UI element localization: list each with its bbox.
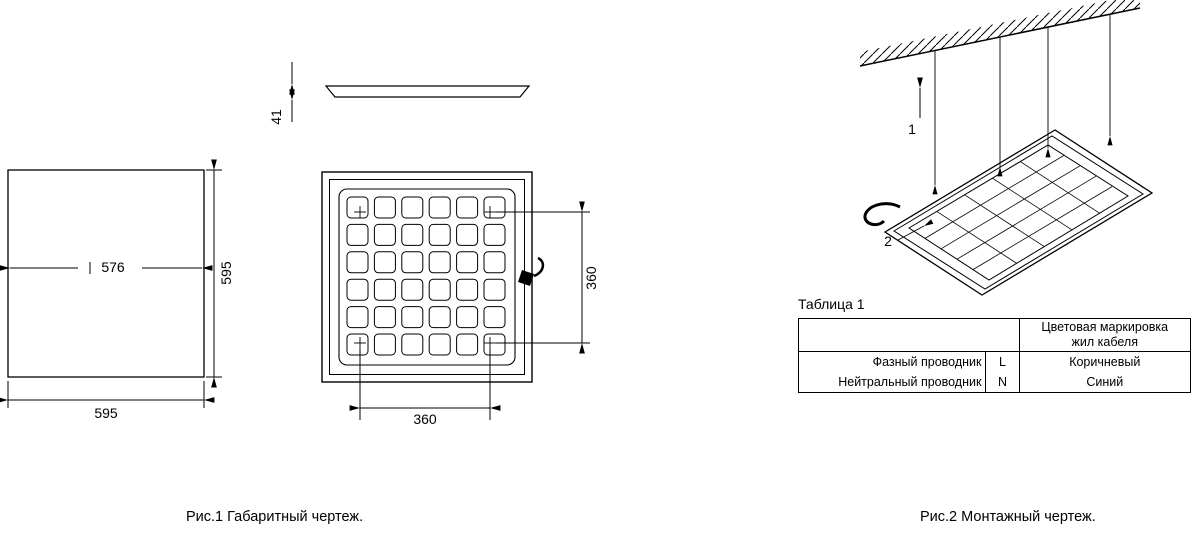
step1-label: 1 bbox=[908, 121, 916, 137]
dim-360-horizontal-label: 360 bbox=[413, 411, 437, 427]
table-header-color-cell: Цветовая маркировка жил кабеля bbox=[1018, 318, 1192, 352]
dim-41-label: 41 bbox=[268, 109, 284, 125]
panel-iso-grid bbox=[924, 155, 1113, 270]
fig2-caption: Рис.2 Монтажный чертеж. bbox=[920, 509, 1096, 525]
fig2-mounting-view: 1 2 bbox=[859, 0, 1154, 296]
neutral-letter-cell: N bbox=[985, 372, 1020, 393]
panel-front-outline bbox=[7, 169, 205, 378]
table-header-line1: Цветовая маркировка bbox=[1041, 320, 1169, 335]
table-row-neutral: Нейтральный проводник N Синий bbox=[797, 372, 1192, 393]
fig1-caption: Рис.1 Габаритный чертеж. bbox=[186, 509, 364, 525]
dim-576-label: 576 bbox=[101, 259, 125, 275]
step2-label: 2 bbox=[884, 233, 892, 249]
cable-connector bbox=[518, 256, 545, 286]
table-header-line2: жил кабеля bbox=[1071, 335, 1138, 349]
panel-back-inner-frame bbox=[329, 179, 525, 375]
panel-profile-outline bbox=[324, 85, 531, 98]
suspension-rods bbox=[932, 14, 1113, 195]
wiring-table-block: Таблица 1 Цветовая маркировка жил кабеля… bbox=[797, 296, 1192, 393]
table-header-row: Цветовая маркировка жил кабеля bbox=[798, 318, 1192, 352]
fig1-profile-view: 41 bbox=[268, 62, 531, 125]
dim-595-height-label: 595 bbox=[218, 261, 234, 285]
fig1-front-view: 576 595 595 bbox=[0, 159, 234, 421]
phase-letter-cell: L bbox=[985, 351, 1020, 372]
supply-cable bbox=[863, 202, 901, 227]
panel-back-outline bbox=[321, 171, 533, 383]
dim-595-width-label: 595 bbox=[94, 405, 118, 421]
fig1-back-view: 360 360 bbox=[321, 171, 599, 427]
panel-isometric bbox=[883, 129, 1154, 296]
mounting-hole-marks bbox=[354, 206, 496, 349]
phase-name-cell: Фазный проводник bbox=[797, 351, 987, 372]
neutral-color-cell: Синий bbox=[1018, 372, 1192, 393]
phase-color-cell: Коричневый bbox=[1018, 351, 1192, 372]
table-title: Таблица 1 bbox=[798, 296, 865, 312]
led-cell-grid bbox=[347, 197, 505, 355]
wiring-table: Цветовая маркировка жил кабеля Фазный пр… bbox=[797, 318, 1192, 393]
led-plate-outline bbox=[338, 188, 516, 366]
neutral-name-cell: Нейтральный проводник bbox=[797, 372, 987, 393]
step2-arrow bbox=[897, 219, 934, 241]
dim-360-vertical-label: 360 bbox=[583, 266, 599, 290]
table-row-phase: Фазный проводник L Коричневый bbox=[797, 351, 1192, 372]
table-header-empty-cell bbox=[798, 318, 1020, 352]
